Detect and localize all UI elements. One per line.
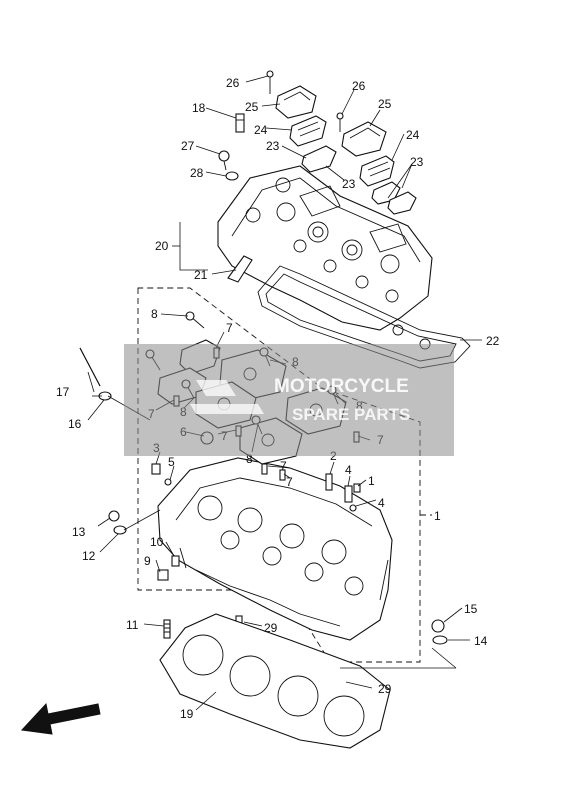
plug-1 [353, 483, 361, 493]
label-17: 17 [56, 385, 70, 399]
label-23: 23 [266, 139, 280, 153]
oring-4 [349, 504, 357, 512]
label-23: 23 [410, 155, 424, 169]
label-8: 8 [246, 452, 253, 466]
label-4: 4 [378, 496, 385, 510]
label-25: 25 [378, 97, 392, 111]
label-7: 7 [286, 475, 293, 489]
label-8: 8 [151, 307, 158, 321]
cylinder-head-cover [217, 165, 433, 331]
bolt-26-left [266, 70, 274, 94]
label-11: 11 [126, 618, 139, 632]
leader-lines [87, 75, 482, 711]
watermark-band [124, 344, 454, 456]
label-24: 24 [254, 123, 268, 137]
watermark-title: MOTORCYCLE [274, 376, 409, 397]
label-10: 10 [150, 535, 164, 549]
watermark-subtitle: SPARE PARTS [292, 405, 410, 424]
label-26: 26 [226, 76, 240, 90]
label-5: 5 [168, 455, 175, 469]
plug-18 [235, 113, 245, 133]
label-27: 27 [181, 139, 195, 153]
bolt-27 [218, 150, 230, 171]
head-cover-gasket [257, 265, 471, 369]
stud-11 [163, 619, 171, 639]
breather-cover-right [341, 121, 387, 157]
label-1: 1 [434, 509, 441, 523]
bolt-13 [108, 510, 120, 522]
cylinder-head-assembly-box [137, 287, 421, 663]
breather-cover-left [275, 85, 317, 119]
label-16: 16 [68, 417, 82, 431]
label-7: 7 [280, 459, 287, 473]
watermark-logo [190, 380, 264, 414]
watermark: MOTORCYCLE SPARE PARTS [124, 344, 454, 456]
reed-valve-right [359, 155, 395, 187]
label-25: 25 [245, 100, 259, 114]
label-18: 18 [192, 101, 206, 115]
bolt-26-right [336, 112, 344, 132]
label-13: 13 [72, 525, 86, 539]
label-23: 23 [342, 177, 356, 191]
stud-17 [79, 347, 101, 387]
plug-9-10 [157, 555, 180, 581]
front-direction-arrow [20, 702, 101, 735]
label-19: 19 [180, 707, 194, 721]
pin-4 [344, 485, 353, 503]
reed-gasket-left [301, 145, 337, 173]
label-26: 26 [352, 79, 366, 93]
cover-plate [227, 255, 253, 283]
label-29: 29 [264, 621, 278, 635]
label-12: 12 [82, 549, 96, 563]
label-22: 22 [486, 334, 500, 348]
cylinder-head [157, 457, 393, 641]
plug-3 [151, 463, 161, 475]
label-7: 7 [226, 321, 233, 335]
label-4: 4 [345, 463, 352, 477]
reed-gasket-right-2 [387, 191, 417, 215]
label-14: 14 [474, 634, 488, 648]
label-29: 29 [378, 682, 392, 696]
washer-28 [225, 171, 239, 181]
label-28: 28 [190, 166, 204, 180]
label-9: 9 [144, 554, 151, 568]
label-1: 1 [368, 474, 375, 488]
cylinder-head-gasket [159, 613, 391, 749]
cap-nut-15 [431, 619, 448, 645]
label-20: 20 [155, 239, 169, 253]
label-24: 24 [406, 128, 420, 142]
label-21: 21 [194, 268, 208, 282]
stud-2 [325, 473, 333, 491]
reed-valve-left [289, 115, 327, 147]
washer-12 [113, 525, 127, 535]
oring-5 [164, 478, 172, 486]
label-15: 15 [464, 602, 478, 616]
